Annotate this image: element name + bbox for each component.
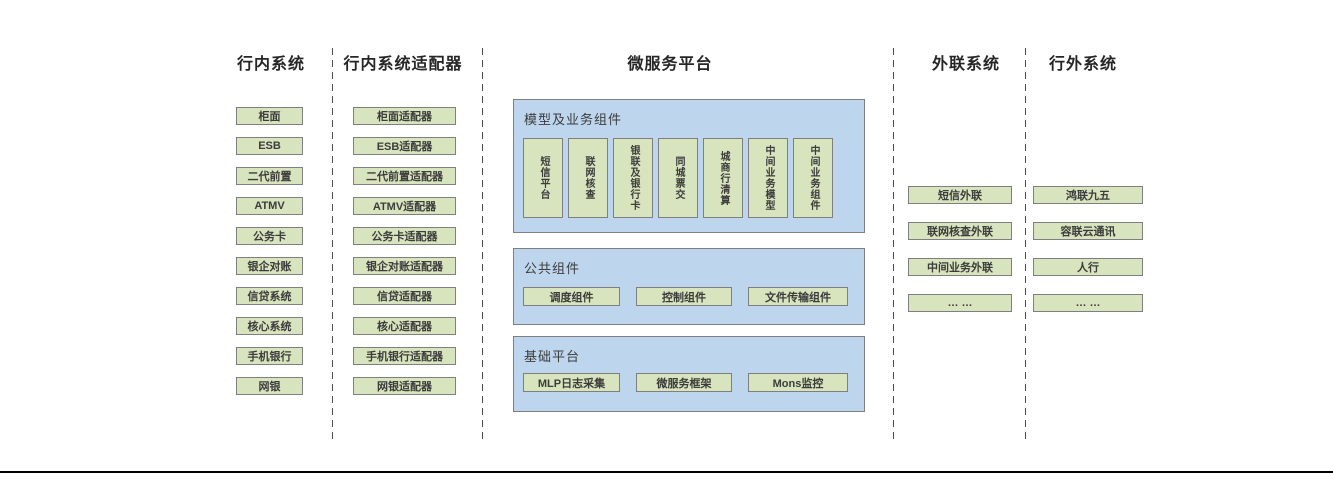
outside-system-box: 容联云通讯 [1033, 222, 1143, 240]
column-title-outside-systems: 行外系统 [1048, 56, 1117, 73]
system-box: ESB [236, 137, 303, 155]
system-box: ATMV [236, 197, 303, 215]
system-box: 核心系统 [236, 317, 303, 335]
adapter-box: 网银适配器 [353, 377, 456, 395]
adapter-box: 手机银行适配器 [353, 347, 456, 365]
model-business-items: 短信平台联网核查银联及银行卡同城票交城商行清算中间业务模型中间业务组件 [523, 138, 833, 218]
panel-model-business-components: 模型及业务组件 短信平台联网核查银联及银行卡同城票交城商行清算中间业务模型中间业… [513, 99, 865, 233]
component-box: Mons监控 [748, 373, 848, 392]
adapter-box: 核心适配器 [353, 317, 456, 335]
base-platform-items: MLP日志采集 微服务框架 Mons监控 [523, 373, 848, 392]
system-box: 银企对账 [236, 257, 303, 275]
vertical-component-box: 城商行清算 [703, 138, 743, 218]
system-box: 手机银行 [236, 347, 303, 365]
system-box: 公务卡 [236, 227, 303, 245]
adapter-box: 公务卡适配器 [353, 227, 456, 245]
external-system-box: 联网核查外联 [908, 222, 1012, 240]
outside-system-box: 鸿联九五 [1033, 186, 1143, 204]
component-box: 调度组件 [523, 287, 620, 306]
system-box: 二代前置 [236, 167, 303, 185]
system-box: 信贷系统 [236, 287, 303, 305]
panel-common-components: 公共组件 调度组件 控制组件 文件传输组件 [513, 248, 865, 325]
vertical-component-box: 中间业务组件 [793, 138, 833, 218]
adapter-box: ATMV适配器 [353, 197, 456, 215]
bottom-border-line [0, 471, 1333, 473]
vertical-component-box: 同城票交 [658, 138, 698, 218]
external-system-box: 中间业务外联 [908, 258, 1012, 276]
panel-title: 模型及业务组件 [524, 112, 623, 127]
internal-systems-list: 柜面 ESB 二代前置 ATMV 公务卡银企对账信贷系统核心系统手机银行网银 [236, 107, 303, 395]
component-box: MLP日志采集 [523, 373, 620, 392]
column-title-microservice-platform: 微服务平台 [627, 56, 713, 73]
column-title-internal-adapters: 行内系统适配器 [343, 56, 463, 73]
adapter-box: 柜面适配器 [353, 107, 456, 125]
external-system-box: 短信外联 [908, 186, 1012, 204]
panel-title: 公共组件 [524, 261, 581, 276]
vertical-component-box: 中间业务模型 [748, 138, 788, 218]
vertical-component-box: 银联及银行卡 [613, 138, 653, 218]
vertical-component-box: 联网核查 [568, 138, 608, 218]
adapter-box: ESB适配器 [353, 137, 456, 155]
panel-title: 基础平台 [524, 349, 581, 364]
column-separator [332, 48, 333, 442]
column-separator [482, 48, 483, 442]
system-box: 网银 [236, 377, 303, 395]
common-component-items: 调度组件 控制组件 文件传输组件 [523, 287, 848, 306]
external-system-box: … … [908, 294, 1012, 312]
internal-adapters-list: 柜面适配器 ESB适配器二代前置适配器 ATMV适配器公务卡适配器银企对账适配器信贷… [353, 107, 456, 395]
adapter-box: 二代前置适配器 [353, 167, 456, 185]
panel-base-platform: 基础平台 MLP日志采集 微服务框架 Mons监控 [513, 336, 865, 412]
adapter-box: 银企对账适配器 [353, 257, 456, 275]
column-title-external-link-systems: 外联系统 [931, 56, 1000, 73]
column-separator [893, 48, 894, 442]
outside-system-box: 人行 [1033, 258, 1143, 276]
system-box: 柜面 [236, 107, 303, 125]
column-separator [1025, 48, 1026, 442]
external-link-systems-list: 短信外联联网核查外联中间业务外联 … … [908, 186, 1012, 312]
outside-systems-list: 鸿联九五容联云通讯人行 … … [1033, 186, 1143, 312]
outside-system-box: … … [1033, 294, 1143, 312]
component-box: 文件传输组件 [748, 287, 848, 306]
component-box: 控制组件 [636, 287, 732, 306]
vertical-component-box: 短信平台 [523, 138, 563, 218]
column-title-internal-systems: 行内系统 [236, 56, 305, 73]
component-box: 微服务框架 [636, 373, 732, 392]
adapter-box: 信贷适配器 [353, 287, 456, 305]
